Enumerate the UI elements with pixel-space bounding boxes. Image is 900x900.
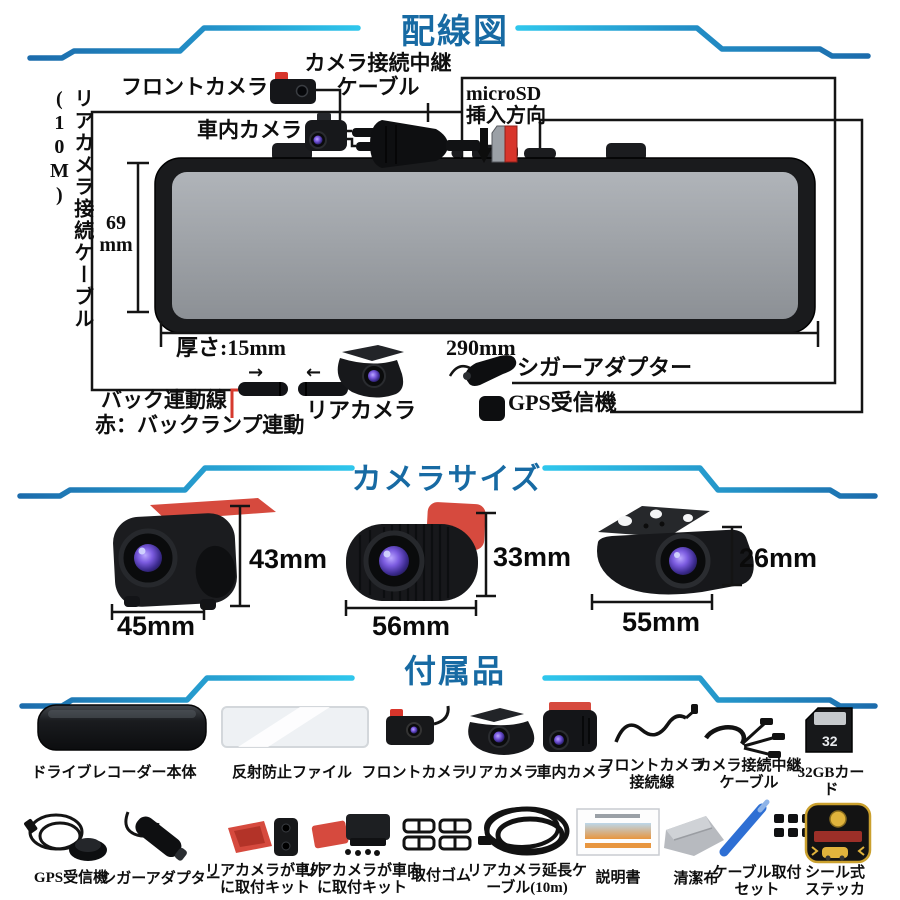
- accessory-label-mount-rubber: 取付ゴム: [410, 868, 472, 884]
- gps-receiver-label: GPS受信機: [508, 390, 617, 415]
- wiring-diagram-art: → ←: [27, 25, 871, 421]
- sd-card-capacity: 32: [822, 733, 838, 749]
- wiring-routes: [90, 76, 864, 414]
- exterior-mount-kit-image: [228, 818, 298, 856]
- camera-size-section-title: カメラサイズ: [351, 463, 543, 496]
- dimension-lines: [127, 161, 820, 347]
- rear-camera-icon: [337, 345, 404, 398]
- gps-receiver-icon: [479, 396, 505, 421]
- cigar-adapter-icon: [448, 355, 517, 386]
- relay-cable-label: カメラ接続中継 ケーブル: [304, 51, 452, 99]
- top-zigzag-line: [27, 25, 871, 61]
- manual-image: [576, 808, 660, 856]
- cable-mount-set-image: [719, 799, 812, 857]
- back-wire-label: バック連動線: [101, 388, 227, 412]
- plug-arrow-right: →: [248, 362, 263, 383]
- cigar-adapter-acc-image: [124, 811, 187, 861]
- anti-reflective-film-image: [221, 706, 369, 748]
- mount-rubber-image: [402, 818, 472, 851]
- camera2-height-value: 33mm: [493, 542, 572, 572]
- microsd-card-icon: [476, 125, 518, 163]
- back-wire-note-label: 赤：バックランプ連動: [95, 413, 305, 437]
- rear-camera-size-image: [113, 498, 276, 610]
- accessory-label-recorder-body: ドライブレコーダー本体: [31, 765, 197, 781]
- cigar-adapter-label: シガーアダプター: [517, 355, 693, 380]
- accessory-label-front-camera-cable: フロントカメラ 接続線: [599, 758, 705, 791]
- thickness-label: 厚さ:15mm: [176, 335, 286, 360]
- accessory-label-extension-cable: リアカメラ延長ケ ーブル(10m): [466, 863, 588, 896]
- gps-receiver-acc-image: [24, 813, 107, 861]
- sticker-image: [804, 802, 872, 864]
- accessory-label-sd-card: 32GBカード: [797, 765, 865, 798]
- inside-camera-acc-image: [543, 702, 597, 752]
- accessories-art: 32: [19, 675, 878, 864]
- camera1-dimension-lines: [110, 504, 250, 620]
- inside-camera-icon: [305, 113, 347, 151]
- rear-camera-acc-image: [468, 708, 535, 756]
- red-back-wire-mark: [230, 388, 238, 418]
- accessory-label-interior-mount-kit: リアカメラが車内 に取付キット: [301, 863, 423, 896]
- accessory-label-rear-camera: リアカメラ: [463, 765, 539, 781]
- cleaning-cloth-image: [664, 816, 724, 856]
- camera2-width-value: 56mm: [371, 611, 451, 641]
- mirror-unit: [154, 157, 816, 334]
- relay-cable-splitter-icon: [352, 120, 480, 168]
- accessory-label-manual: 説明書: [595, 870, 641, 886]
- front-camera-acc-image: [386, 705, 450, 745]
- inside-camera-label: 車内カメラ: [197, 118, 302, 142]
- rear-cable-vertical-label: リアカメラ接続ケーブル(10M): [48, 88, 93, 330]
- plug-arrow-left: ←: [306, 362, 321, 383]
- accessory-label-gps: GPS受信機: [33, 870, 109, 886]
- front-camera-label: フロントカメラ: [121, 75, 268, 99]
- relay-cable-acc-image: [704, 718, 785, 758]
- accessory-label-front-camera: フロントカメラ: [361, 765, 467, 781]
- interior-mount-kit-image: [311, 814, 390, 856]
- mirror-width-label: 290mm: [446, 335, 516, 360]
- wiring-section-title: 配線図: [401, 14, 509, 51]
- cable-connectors-icon: [238, 382, 348, 396]
- accessory-label-cigar-adapter: シガーアダプター: [101, 871, 221, 887]
- camera-size-zigzag: [17, 465, 878, 499]
- accessory-label-exterior-mount-kit: リアカメラが車外 に取付キット: [204, 863, 326, 896]
- front-camera-cable-image: [614, 704, 698, 743]
- accessory-label-cloth: 清潔布: [673, 871, 719, 887]
- camera3-height-value: 26mm: [739, 543, 818, 573]
- camera-size-art: [17, 465, 878, 620]
- extension-cable-image: [478, 806, 570, 856]
- microsd-label: microSD 挿入方向: [466, 83, 546, 128]
- accessories-section-title: 付属品: [403, 653, 507, 689]
- rear-camera-label: リアカメラ: [306, 398, 417, 423]
- sd-card-image: 32: [805, 707, 853, 753]
- small-rear-camera-size-image: [597, 506, 754, 595]
- camera1-width-value: 45mm: [116, 611, 196, 641]
- mirror-height-label: 69 mm: [99, 212, 133, 257]
- accessory-label-cable-mount-set: ケーブル取付 セット: [712, 865, 802, 898]
- accessory-label-anti-reflective-film: 反射防止ファイル: [231, 765, 353, 781]
- camera3-width-value: 55mm: [621, 607, 701, 637]
- accessory-label-relay-cable: カメラ接続中継 ケーブル: [696, 758, 802, 791]
- accessory-label-inside-camera: 車内カメラ: [536, 765, 612, 781]
- camera3-dimension-lines: [590, 525, 742, 610]
- camera2-dimension-lines: [344, 511, 496, 616]
- front-camera-size-image: [346, 502, 486, 601]
- camera1-height-value: 43mm: [249, 544, 328, 574]
- accessory-label-sticker: シール式 ステッカー: [804, 865, 865, 900]
- recorder-body-image: [37, 704, 207, 751]
- front-camera-icon: [270, 72, 316, 104]
